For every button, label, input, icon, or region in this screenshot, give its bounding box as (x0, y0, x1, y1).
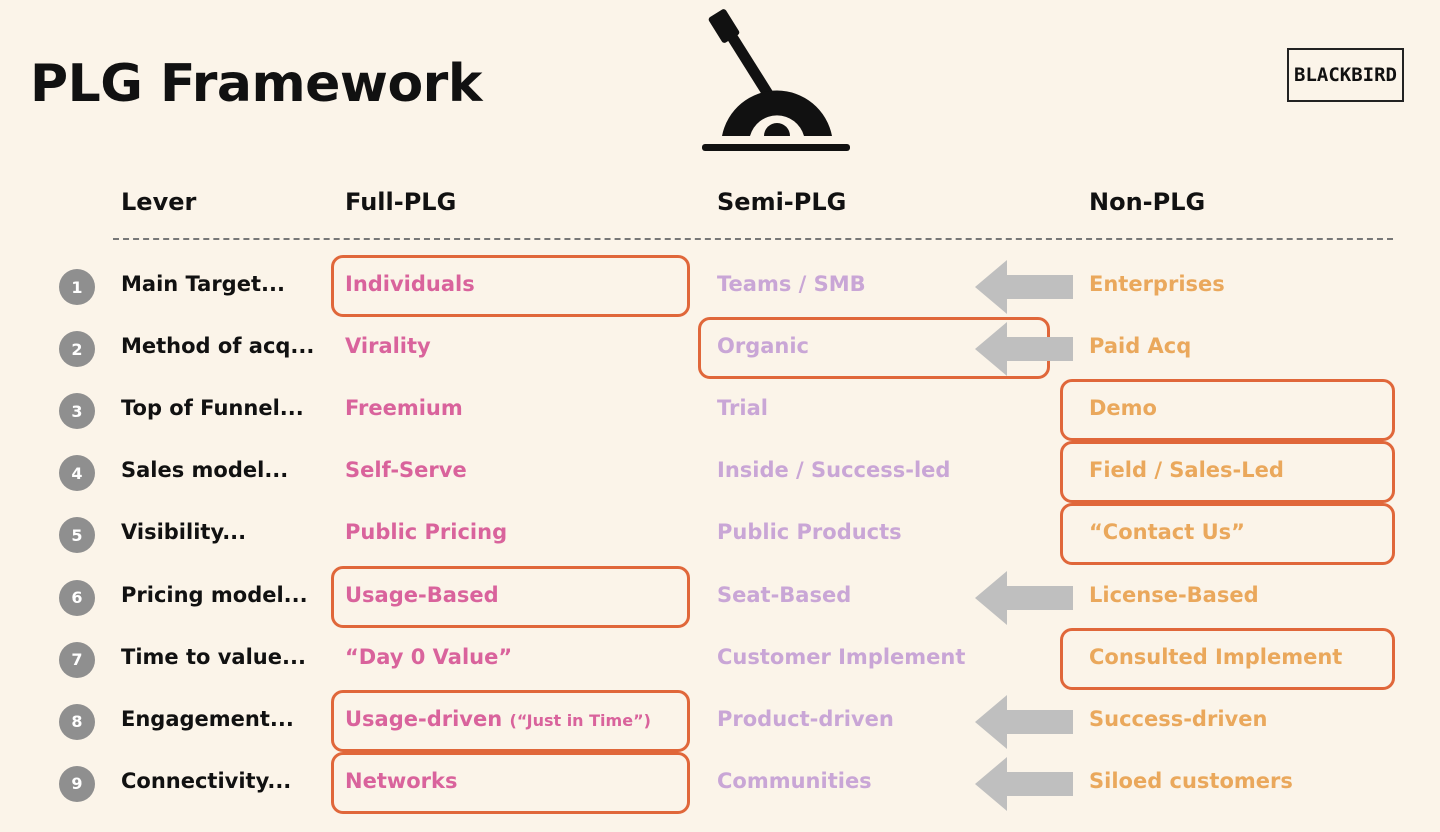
framework-row: 3 Top of Funnel... Freemium Trial Demo (0, 379, 1440, 444)
row-number-badge: 1 (59, 269, 95, 305)
full-plg-cell: Virality (345, 334, 431, 358)
full-plg-value: Freemium (345, 396, 463, 421)
non-plg-value: Paid Acq (1089, 334, 1192, 359)
framework-row: 7 Time to value... “Day 0 Value” Customer I… (0, 627, 1440, 693)
lever-label: Engagement... (121, 706, 294, 731)
highlight-box (1060, 627, 1395, 690)
semi-plg-value: Trial (717, 396, 768, 421)
highlight-box (331, 751, 690, 814)
full-plg-value: Networks (345, 768, 458, 793)
non-plg-value: Siloed customers (1089, 768, 1293, 793)
full-plg-value: Individuals (345, 272, 475, 296)
non-plg-value: License-Based (1089, 582, 1259, 607)
full-plg-cell: Freemium (345, 396, 463, 420)
lever-label: Visibility... (121, 520, 247, 545)
full-plg-cell: Self-Serve (345, 458, 467, 482)
full-plg-cell: Usage-Based (345, 583, 499, 607)
non-plg-value: Success-driven (1089, 706, 1268, 731)
semi-plg-value: Teams / SMB (717, 272, 866, 296)
highlight-box (331, 565, 690, 628)
row-number-badge: 2 (59, 331, 95, 368)
full-plg-cell: Networks (345, 769, 458, 793)
lever-label: Time to value... (121, 644, 306, 669)
lever-label: Connectivity... (121, 768, 292, 793)
highlight-box (1060, 379, 1395, 442)
full-plg-cell: Usage-driven (“Just in Time”) (345, 707, 651, 731)
full-plg-note: (“Just in Time”) (509, 710, 651, 730)
full-plg-value: “Day 0 Value” (345, 644, 513, 669)
header-lever: Lever (121, 188, 197, 216)
non-plg-value: Demo (1089, 396, 1157, 421)
row-number-badge: 5 (59, 517, 95, 554)
full-plg-cell: Public Pricing (345, 520, 507, 544)
highlight-box (1060, 441, 1395, 504)
lever-label: Top of Funnel... (121, 396, 304, 421)
header-semi-plg: Semi-PLG (717, 188, 847, 216)
non-plg-value: Consulted Implement (1089, 644, 1343, 669)
left-arrow-icon (975, 322, 1073, 377)
non-plg-value: Enterprises (1089, 272, 1225, 296)
left-arrow-icon (975, 260, 1073, 314)
lever-icon (702, 9, 850, 151)
page-title: PLG Framework (30, 54, 482, 114)
full-plg-value: Usage-driven (345, 706, 503, 731)
lever-label: Main Target... (121, 272, 285, 296)
header-divider (113, 238, 1393, 240)
lever-label: Pricing model... (121, 582, 308, 607)
left-arrow-icon (975, 570, 1073, 625)
framework-row: 1 Main Target... Individuals Teams / SMB Ent… (0, 255, 1440, 320)
highlight-box (1060, 503, 1395, 566)
framework-row: 8 Engagement... Usage-driven (“Just in Tim… (0, 689, 1440, 755)
row-number-badge: 9 (59, 765, 95, 802)
semi-plg-value: Public Products (717, 520, 902, 545)
full-plg-cell: Individuals (345, 272, 475, 296)
lever-label: Sales model... (121, 458, 289, 483)
framework-row: 2 Method of acq... Virality Organic Paid Acq (0, 317, 1440, 382)
semi-plg-value: Seat-Based (717, 582, 852, 607)
non-plg-value: “Contact Us” (1089, 520, 1245, 545)
left-arrow-icon (975, 694, 1073, 749)
row-number-badge: 4 (59, 455, 95, 492)
framework-row: 9 Connectivity... Networks Communities Siloe… (0, 751, 1440, 817)
left-arrow-icon (975, 756, 1073, 811)
semi-plg-value: Communities (717, 768, 872, 793)
semi-plg-value: Inside / Success-led (717, 458, 951, 483)
semi-plg-value: Product-driven (717, 706, 894, 731)
framework-row: 4 Sales model... Self-Serve Inside / Succes… (0, 441, 1440, 506)
row-number-badge: 7 (59, 641, 95, 678)
framework-row: 6 Pricing model... Usage-Based Seat-Based Li… (0, 565, 1440, 631)
full-plg-cell: “Day 0 Value” (345, 645, 512, 669)
full-plg-value: Virality (345, 334, 431, 359)
header-full-plg: Full-PLG (345, 188, 457, 216)
row-number-badge: 8 (59, 703, 95, 740)
non-plg-value: Field / Sales-Led (1089, 458, 1284, 483)
semi-plg-value: Organic (717, 334, 810, 359)
blackbird-logo: BLACKBIRD (1287, 48, 1404, 102)
row-number-badge: 6 (59, 579, 95, 616)
full-plg-value: Self-Serve (345, 458, 467, 483)
semi-plg-value: Customer Implement (717, 644, 966, 669)
highlight-box (331, 255, 690, 317)
header-non-plg: Non-PLG (1089, 188, 1206, 216)
row-number-badge: 3 (59, 393, 95, 430)
full-plg-value: Public Pricing (345, 520, 508, 545)
framework-row: 5 Visibility... Public Pricing Public Produ… (0, 503, 1440, 568)
highlight-box (331, 689, 690, 752)
lever-label: Method of acq... (121, 334, 315, 359)
full-plg-value: Usage-Based (345, 582, 499, 607)
